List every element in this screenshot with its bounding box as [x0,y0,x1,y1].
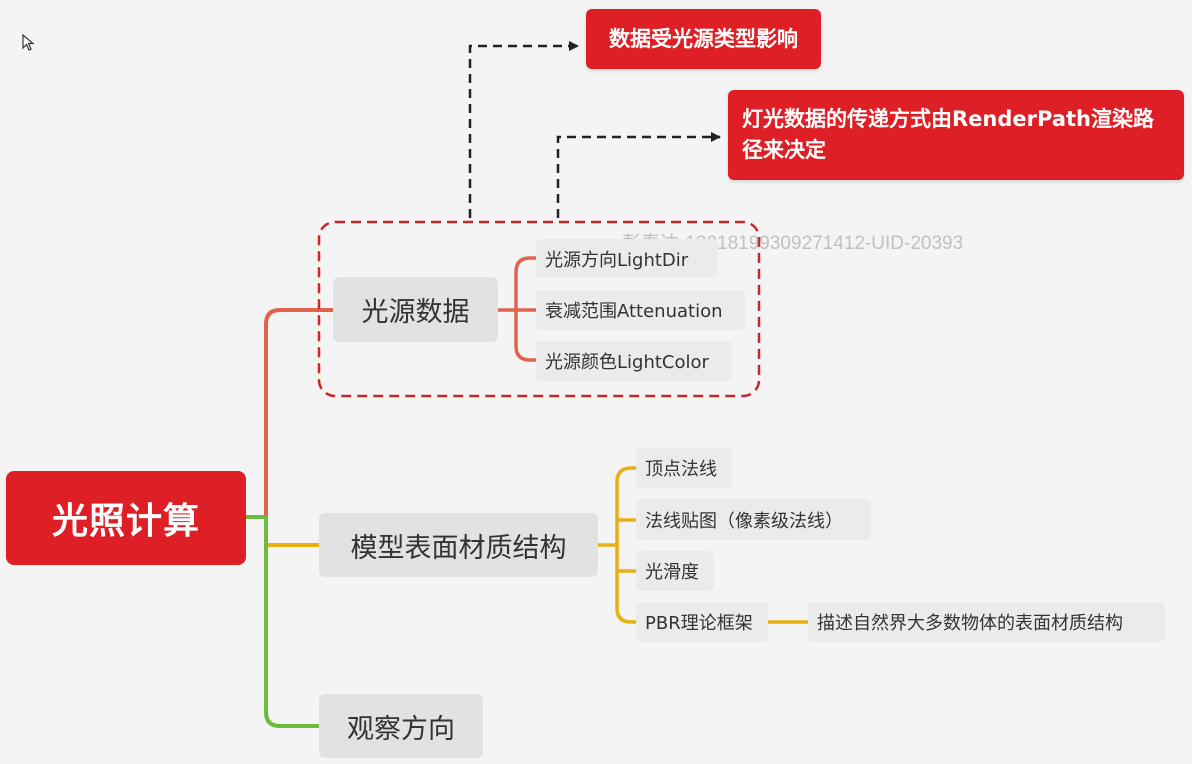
connector-root-light [246,308,333,519]
connector-root-view [246,515,319,728]
vertex-normal-node[interactable]: 顶点法线 [636,448,732,488]
pbr-framework-node[interactable]: PBR理论框架 [636,602,768,642]
note-render-path[interactable]: 灯光数据的传递方式由RenderPath渲染路 径来决定 [728,90,1184,180]
connector-material-children [598,466,636,624]
note-render-path-line1: 灯光数据的传递方式由RenderPath渲染路 [742,107,1154,131]
light-data-group-frame [317,220,761,398]
note-light-type[interactable]: 数据受光源类型影响 [586,9,821,69]
pbr-description-node[interactable]: 描述自然界大多数物体的表面材质结构 [808,602,1165,642]
smoothness-node[interactable]: 光滑度 [636,551,714,591]
normal-map-node[interactable]: 法线贴图（像素级法线） [636,499,871,540]
mouse-pointer-icon [22,34,35,51]
connector-root-material [246,515,319,547]
connector-light-children [498,256,536,362]
material-structure-node[interactable]: 模型表面材质结构 [319,513,598,577]
light-direction-node[interactable]: 光源方向LightDir [536,239,718,278]
light-color-node[interactable]: 光源颜色LightColor [536,341,732,381]
note-render-path-line2: 径来决定 [742,138,826,162]
light-data-node[interactable]: 光源数据 [333,277,498,342]
root-node[interactable]: 光照计算 [6,471,246,565]
attenuation-node[interactable]: 衰减范围Attenuation [536,290,745,330]
view-direction-node[interactable]: 观察方向 [319,694,483,758]
arrow-to-note1 [468,41,579,218]
arrow-to-note2 [556,132,721,218]
